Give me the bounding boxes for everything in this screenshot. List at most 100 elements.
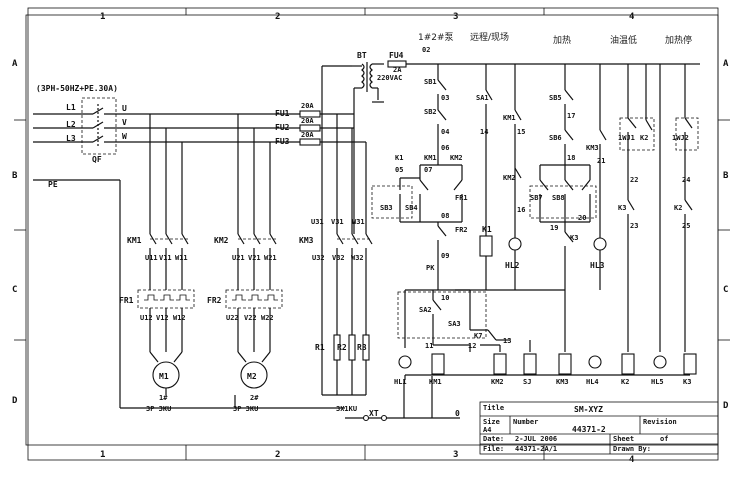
resistor-r3 xyxy=(362,334,370,361)
fr2-o3: W22 xyxy=(261,314,274,322)
switch-sa1: SA1 xyxy=(476,94,489,102)
header-heating: 加热 xyxy=(553,34,571,46)
fuse-fu2: FU2 xyxy=(275,123,290,132)
inner-border xyxy=(25,14,719,446)
switch-sb1: SB1 xyxy=(424,78,437,86)
heater-wiring xyxy=(321,65,373,396)
phase-l1: L1 xyxy=(66,103,76,112)
phase-l2: L2 xyxy=(66,120,76,129)
motor2-wiring xyxy=(237,114,277,363)
breaker-contacts xyxy=(92,104,104,148)
frame-col-3: 3 xyxy=(453,12,458,22)
control-dashed-enclosures xyxy=(371,117,699,339)
tb-revision-label: Revision xyxy=(643,418,677,426)
switch-sb5: SB5 xyxy=(549,94,562,102)
coil-k2 xyxy=(621,353,635,375)
header-remote: 远程/现场 xyxy=(470,32,509,43)
frame-col-2-bottom: 2 xyxy=(275,450,280,460)
phase-l3: L3 xyxy=(66,134,76,143)
bus-w: W xyxy=(122,132,127,141)
aux-fr1: FR1 xyxy=(455,194,468,202)
node-19: 19 xyxy=(550,224,558,232)
km2-label: KM2 xyxy=(214,236,229,245)
heater-top-2: V31 xyxy=(331,218,344,226)
switch-sb7: SB7 xyxy=(530,194,543,202)
coil-km1 xyxy=(431,353,445,375)
tb-date-label: Date: xyxy=(483,435,504,443)
switch-sb6: SB6 xyxy=(549,134,562,142)
switch-sb4: SB4 xyxy=(405,204,418,212)
km2-t1: U21 xyxy=(232,254,245,262)
switch-sb2: SB2 xyxy=(424,108,437,116)
tb-sheet-of: of xyxy=(660,435,668,443)
km3-t3: W32 xyxy=(351,254,364,262)
tb-number: 44371-2 xyxy=(572,425,606,434)
header-heating-stop: 加热停 xyxy=(665,34,692,46)
node-25: 25 xyxy=(682,222,690,230)
load-km2: KM2 xyxy=(491,378,504,386)
transformer xyxy=(352,62,384,142)
aux-k2: K2 xyxy=(640,134,648,142)
bus-v: V xyxy=(122,118,127,127)
load-sj: SJ xyxy=(523,378,531,386)
node-05: 05 xyxy=(395,166,403,174)
resistor-r1 xyxy=(333,334,341,361)
fuse-fu4: FU4 xyxy=(389,51,404,60)
motor-m2-power: 3P 3KU xyxy=(233,405,258,413)
switch-sb3: SB3 xyxy=(380,204,393,212)
switch-1wj1: 1WJ1 xyxy=(618,134,635,142)
fr2-label: FR2 xyxy=(207,296,222,305)
fr2-enclosure xyxy=(225,289,283,309)
fr1-o3: W12 xyxy=(173,314,186,322)
tb-drawn-label: Drawn By: xyxy=(613,445,651,453)
motor-m1 xyxy=(152,361,180,389)
fuse-fu4-rating: 2A xyxy=(393,66,402,74)
control-rails xyxy=(399,63,700,380)
fr2-elements xyxy=(232,294,278,301)
transformer-voltage: 220VAC xyxy=(377,74,402,82)
titleblock-grid xyxy=(479,401,719,455)
aux-km2-b: KM2 xyxy=(503,174,516,182)
frame-row-c-right: C xyxy=(723,285,728,295)
transformer-label: BT xyxy=(357,51,367,60)
fr1-o2: V12 xyxy=(156,314,169,322)
motor-m2-label: M2 xyxy=(247,372,257,381)
frame-row-b: B xyxy=(12,171,18,181)
pe-conductor xyxy=(33,179,345,409)
switch-1wj2: 1WJ2 xyxy=(672,134,689,142)
tb-size: A4 xyxy=(483,426,491,434)
fr1-enclosure xyxy=(137,289,195,309)
switch-sb8: SB8 xyxy=(552,194,565,202)
fuse-fu1: FU1 xyxy=(275,109,290,118)
load-k2: K2 xyxy=(621,378,629,386)
fr1-elements xyxy=(144,294,190,301)
node-10: 10 xyxy=(441,294,449,302)
fuse-fu3-rating: 20A xyxy=(301,131,314,139)
lamp-hl2 xyxy=(508,237,522,251)
lamp-hl2-label: HL2 xyxy=(505,261,520,270)
motor-m2 xyxy=(240,361,268,389)
frame-col-3-bottom: 3 xyxy=(453,450,458,460)
tb-file: 44371-2A/1 xyxy=(515,445,557,453)
resistor-r2 xyxy=(348,334,356,361)
bottom-loads xyxy=(398,353,697,375)
tb-sheet-label: Sheet xyxy=(613,435,634,443)
node-23: 23 xyxy=(630,222,638,230)
resistor-r3-label: R3 xyxy=(357,343,367,352)
node-08: 08 xyxy=(441,212,449,220)
node-17: 17 xyxy=(567,112,575,120)
motor-m1-no: 1# xyxy=(159,394,168,402)
km1-label: KM1 xyxy=(127,236,142,245)
switch-sa3: SA3 xyxy=(448,320,461,328)
resistor-r2-label: R2 xyxy=(337,343,347,352)
fr2-o2: V22 xyxy=(244,314,257,322)
frame-row-b-right: B xyxy=(723,171,729,181)
aux-k2-b: K2 xyxy=(674,204,682,212)
fr2-o1: U22 xyxy=(226,314,239,322)
coil-km2 xyxy=(493,353,507,375)
aux-k7: K7 xyxy=(474,332,482,340)
lamp-hl3-label: HL3 xyxy=(590,261,605,270)
frame-col-1-bottom: 1 xyxy=(100,450,105,460)
tb-title-label: Title xyxy=(483,404,504,412)
